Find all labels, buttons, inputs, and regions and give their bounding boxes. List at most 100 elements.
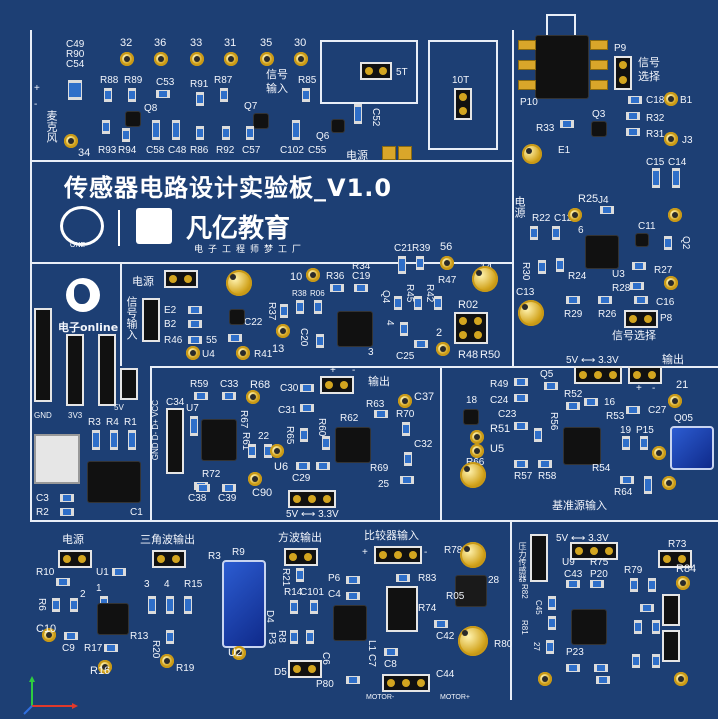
header-p9[interactable] xyxy=(616,58,630,88)
header-p80[interactable] xyxy=(660,552,690,566)
smd-c58 xyxy=(152,120,160,140)
potentiometer-r12[interactable] xyxy=(222,560,266,648)
header-5v-3v3-right[interactable] xyxy=(576,368,620,382)
test-pad-ref[interactable] xyxy=(662,476,676,490)
smd-c18 xyxy=(628,96,642,104)
test-pad-55[interactable] xyxy=(276,324,290,338)
label-triangle-out: 三角波输出 xyxy=(140,533,195,546)
test-pad-19[interactable] xyxy=(668,394,682,408)
test-pad-br-left[interactable] xyxy=(538,672,552,686)
test-pad-j3[interactable] xyxy=(664,132,678,146)
label-r12: R9 xyxy=(232,547,245,558)
test-pad-31[interactable] xyxy=(224,52,238,66)
header-p15[interactable] xyxy=(168,410,182,472)
test-pad-13[interactable] xyxy=(436,342,450,356)
test-pad-33[interactable] xyxy=(190,52,204,66)
header-triangle-out[interactable] xyxy=(154,552,184,566)
test-pad-36[interactable] xyxy=(154,52,168,66)
transistor-q4 xyxy=(230,306,244,328)
label-r7: U1 xyxy=(96,567,109,578)
label-plus-comp: + xyxy=(362,547,368,558)
power-pad-top-1[interactable] xyxy=(382,146,396,160)
test-pad-e2[interactable] xyxy=(236,346,250,360)
test-pad-34[interactable] xyxy=(64,134,78,148)
header-p8[interactable] xyxy=(626,312,656,326)
label-u8: C1 xyxy=(130,507,143,518)
test-pad-56[interactable] xyxy=(440,256,454,270)
test-pad-17[interactable] xyxy=(652,446,666,460)
header-power-bottom[interactable] xyxy=(60,552,90,566)
label-c11: 6 xyxy=(578,225,584,236)
label-c22: R46 xyxy=(164,335,183,346)
label-pin-6: R25 xyxy=(578,193,599,205)
label-online: 电子online xyxy=(58,321,119,334)
test-pad-21[interactable] xyxy=(246,390,260,404)
test-pad-10[interactable] xyxy=(306,268,320,282)
label-q6: Q6 xyxy=(316,131,330,142)
label-r37: R37 xyxy=(266,302,277,321)
header-p3[interactable] xyxy=(388,588,416,630)
header-motor[interactable] xyxy=(384,676,428,690)
label-plus-right: + xyxy=(636,383,642,394)
label-r53: R57 xyxy=(514,471,533,482)
header-p23[interactable] xyxy=(664,632,678,660)
test-pad-16[interactable] xyxy=(470,430,484,444)
test-pad-c5[interactable] xyxy=(160,654,174,668)
header-gnd[interactable] xyxy=(36,310,50,400)
header-3v3[interactable] xyxy=(68,336,82,404)
test-pad-20[interactable] xyxy=(398,394,412,408)
smd-r49 xyxy=(584,398,598,406)
power-pad-top-2[interactable] xyxy=(398,146,412,160)
test-pad-b2[interactable] xyxy=(186,346,200,360)
header-output-right[interactable] xyxy=(630,368,660,382)
test-pad-6[interactable] xyxy=(568,208,582,222)
header-p20[interactable] xyxy=(664,596,678,624)
label-r63: R70 xyxy=(396,409,415,420)
smd-c44 xyxy=(548,596,556,610)
smd-r64 xyxy=(194,392,208,400)
test-pad-18[interactable] xyxy=(470,444,484,458)
header-signal-input[interactable] xyxy=(144,300,158,340)
smd-r84 xyxy=(594,664,608,672)
smd-r39 xyxy=(416,256,424,270)
test-pad-j4[interactable] xyxy=(668,208,682,222)
header-power-mid[interactable] xyxy=(166,272,196,286)
test-pad-25[interactable] xyxy=(248,472,262,486)
header-comparator-in[interactable] xyxy=(376,548,420,562)
header-p6[interactable] xyxy=(290,662,320,676)
test-pad-30[interactable] xyxy=(294,52,308,66)
test-pad-1[interactable] xyxy=(42,628,56,642)
header-pressure-sensor[interactable] xyxy=(532,536,546,580)
test-pad-b1[interactable] xyxy=(664,92,678,106)
test-pad-2[interactable] xyxy=(98,660,112,674)
label-c48: C48 xyxy=(168,145,187,156)
smd-r32 xyxy=(626,112,640,120)
smd-r81 xyxy=(652,654,660,668)
brand-name: 凡亿教育 xyxy=(186,214,291,244)
label-r89: R89 xyxy=(124,75,143,86)
label-r29: R29 xyxy=(564,309,583,320)
label-ref-input: 基准源输入 xyxy=(552,499,607,512)
header-5v[interactable] xyxy=(100,336,114,404)
test-pad-7[interactable] xyxy=(664,276,678,290)
label-r47: R47 xyxy=(438,275,457,286)
test-pad-35[interactable] xyxy=(260,52,274,66)
header-5v-b[interactable] xyxy=(122,370,136,398)
test-pad-22[interactable] xyxy=(270,444,284,458)
potentiometer-r57[interactable] xyxy=(670,426,714,470)
test-pad-27[interactable] xyxy=(674,672,688,686)
header-output-mid[interactable] xyxy=(322,378,352,392)
test-pad-32[interactable] xyxy=(120,52,134,66)
power-jack[interactable] xyxy=(34,434,80,484)
test-pad-4[interactable] xyxy=(232,646,246,660)
label-c20: C25 xyxy=(396,351,415,362)
header-square-out[interactable] xyxy=(286,550,316,564)
smd-r100 xyxy=(310,600,318,614)
header-234[interactable] xyxy=(456,314,486,342)
test-pad-e1[interactable] xyxy=(522,144,542,164)
test-pad-28[interactable] xyxy=(676,576,690,590)
header-5v-3v3-mid[interactable] xyxy=(290,492,334,506)
label-power-right: 电源 xyxy=(513,196,526,218)
header-5v-3v3-br[interactable] xyxy=(572,544,616,558)
label-c10: C4 xyxy=(328,589,341,600)
